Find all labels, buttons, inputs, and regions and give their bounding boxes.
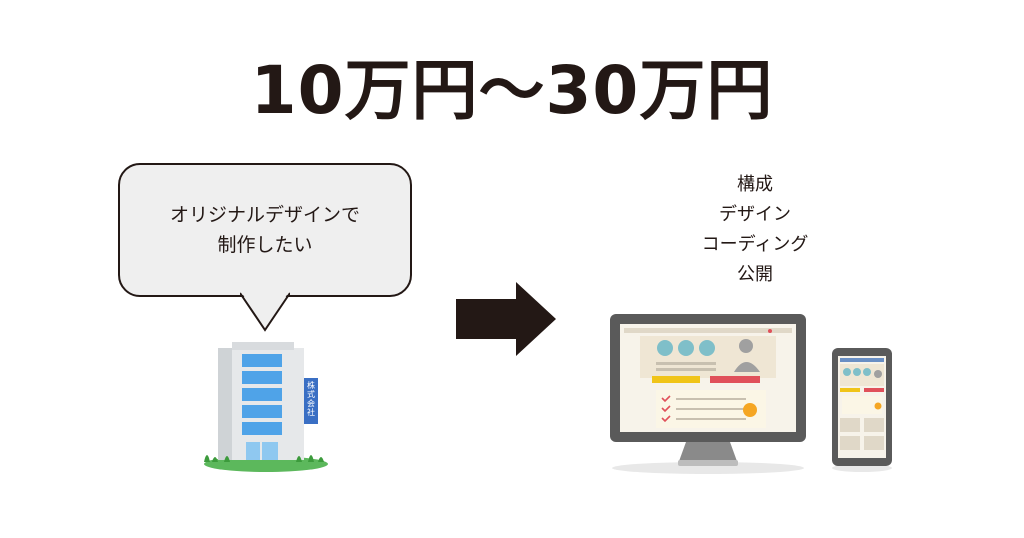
smartphone-icon [832, 348, 892, 472]
speech-bubble [118, 163, 412, 297]
speech-bubble-text: オリジナルデザインで 制作したい [118, 200, 412, 260]
speech-bubble-tail [240, 290, 290, 332]
desktop-monitor-icon [610, 314, 806, 474]
devices-illustration [610, 314, 892, 474]
right-arrow-icon [456, 282, 556, 356]
office-building-icon: 株式会社 [204, 342, 328, 472]
step-coding: コーディング [701, 234, 809, 255]
building-sign-text: 株式会社 [307, 380, 315, 417]
step-design: デザイン [719, 204, 791, 225]
step-structure: 構成 [737, 174, 773, 195]
bubble-line-2: 制作したい [217, 234, 313, 256]
process-steps: 構成 デザイン コーディング 公開 [660, 170, 850, 290]
bubble-line-1: オリジナルデザインで [169, 204, 360, 226]
step-publish: 公開 [737, 264, 773, 285]
price-title: 10万円〜30万円 [250, 52, 774, 129]
